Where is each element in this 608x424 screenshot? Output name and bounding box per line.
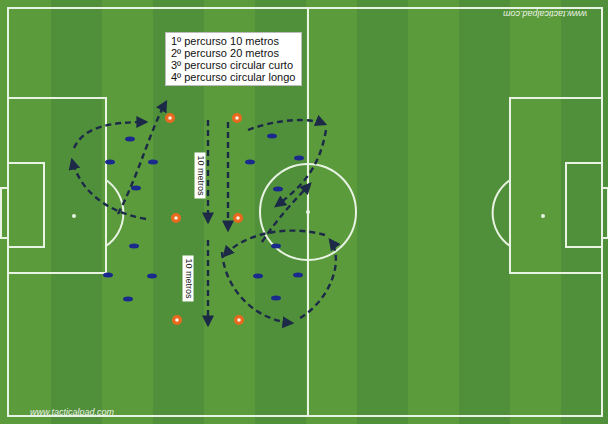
grass-stripes: [51, 0, 608, 424]
pitch-lines: [1, 8, 608, 416]
route-note: 2º percurso 20 metros: [171, 47, 296, 59]
route-note: 3º percurso circular curto: [171, 59, 296, 71]
cones: [165, 113, 244, 325]
watermark: www.tacticalpad.com: [30, 407, 114, 417]
spots: [72, 210, 545, 218]
players: [103, 134, 304, 302]
route-note: 1º percurso 10 metros: [171, 35, 296, 47]
distance-label: 10 metros: [183, 255, 194, 301]
route-note: 4º percurso circular longo: [171, 71, 296, 83]
legend-text-box: 1º percurso 10 metros2º percurso 20 metr…: [165, 32, 302, 86]
run-arrows: [72, 102, 336, 325]
distance-label: 10 metros: [195, 152, 206, 198]
watermark: www.tacticalpad.com: [503, 9, 587, 19]
